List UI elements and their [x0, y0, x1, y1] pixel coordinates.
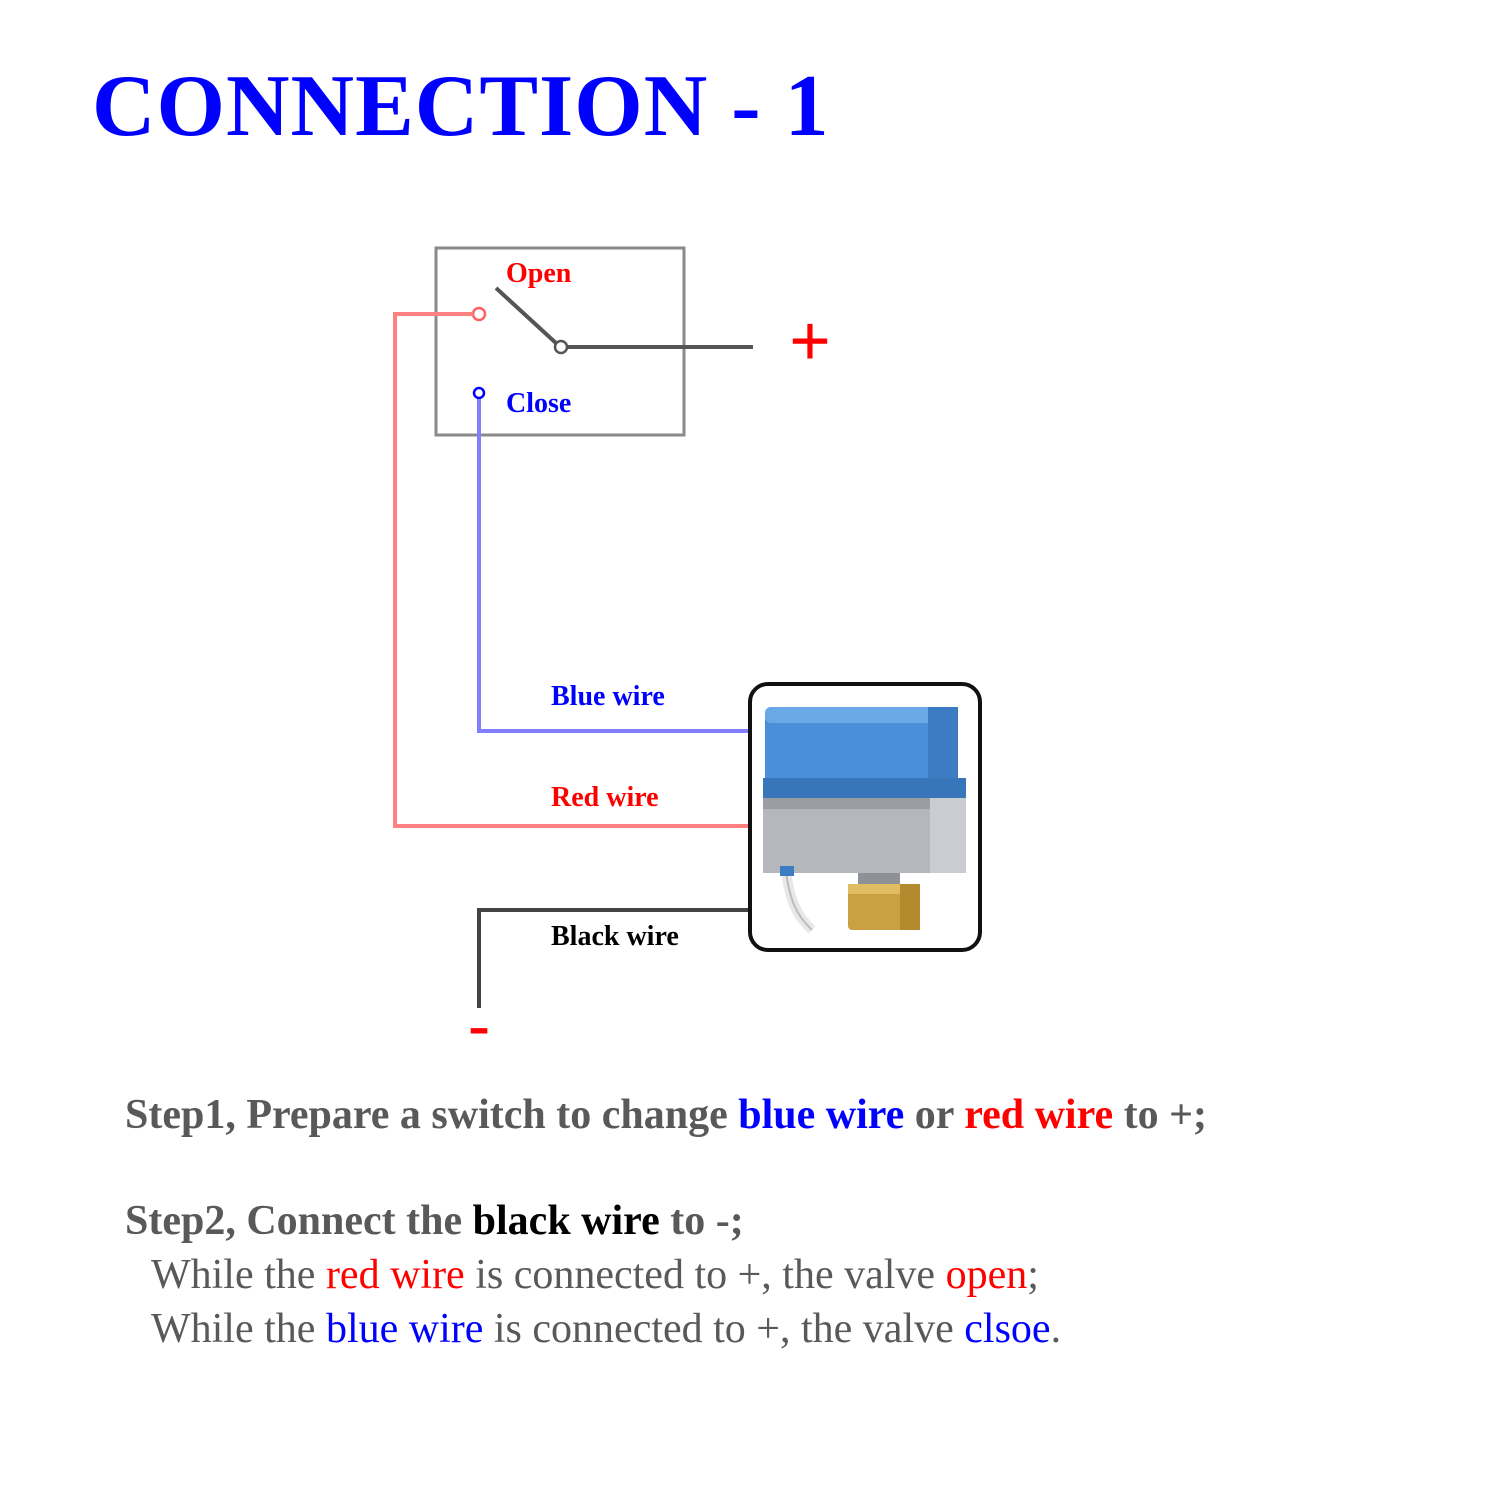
switch-lever — [494, 286, 559, 346]
step2-black-wire: black wire — [472, 1198, 660, 1244]
switch-box — [434, 246, 686, 437]
red-wire — [393, 312, 750, 828]
plus-label: + — [789, 301, 831, 383]
step-1: Step1, Prepare a switch to change blue w… — [125, 1088, 1465, 1142]
switch-pivot — [553, 339, 569, 355]
close-contact — [472, 386, 486, 400]
note1-wire: red wire — [325, 1252, 465, 1298]
step2-prefix: Step2, Connect the — [125, 1198, 473, 1244]
black-wire — [477, 908, 750, 1008]
note2-prefix: While the — [151, 1306, 326, 1352]
minus-label: - — [468, 989, 489, 1060]
step1-blue-wire: blue wire — [738, 1092, 905, 1138]
instructions: Step1, Prepare a switch to change blue w… — [125, 1088, 1465, 1356]
close-label: Close — [506, 388, 571, 419]
black-wire-label: Black wire — [551, 921, 679, 952]
open-label: Open — [506, 258, 572, 289]
note2-suffix: . — [1050, 1306, 1062, 1352]
note2-mid: is connected to +, the valve — [483, 1306, 965, 1352]
step1-prefix: Step1, Prepare a switch to change — [125, 1092, 739, 1138]
motorized-valve-icon — [763, 707, 966, 934]
note-red-open: While the red wire is connected to +, th… — [151, 1248, 1465, 1302]
note2-state: clsoe — [964, 1306, 1051, 1352]
step2-suffix: to -; — [659, 1198, 744, 1244]
note1-prefix: While the — [151, 1252, 326, 1298]
step1-red-wire: red wire — [964, 1092, 1114, 1138]
step1-mid: or — [904, 1092, 965, 1138]
open-contact — [471, 306, 487, 322]
note1-mid: is connected to +, the valve — [464, 1252, 946, 1298]
page-title: CONNECTION - 1 — [92, 58, 830, 155]
note1-suffix: ; — [1027, 1252, 1039, 1298]
step-2: Step2, Connect the black wire to -; — [125, 1194, 1465, 1248]
red-wire-label: Red wire — [551, 782, 659, 813]
note2-wire: blue wire — [325, 1306, 484, 1352]
note-blue-close: While the blue wire is connected to +, t… — [151, 1302, 1465, 1356]
blue-wire — [477, 399, 750, 733]
note1-state: open — [945, 1252, 1028, 1298]
step1-suffix: to +; — [1113, 1092, 1208, 1138]
blue-wire-label: Blue wire — [551, 681, 665, 712]
